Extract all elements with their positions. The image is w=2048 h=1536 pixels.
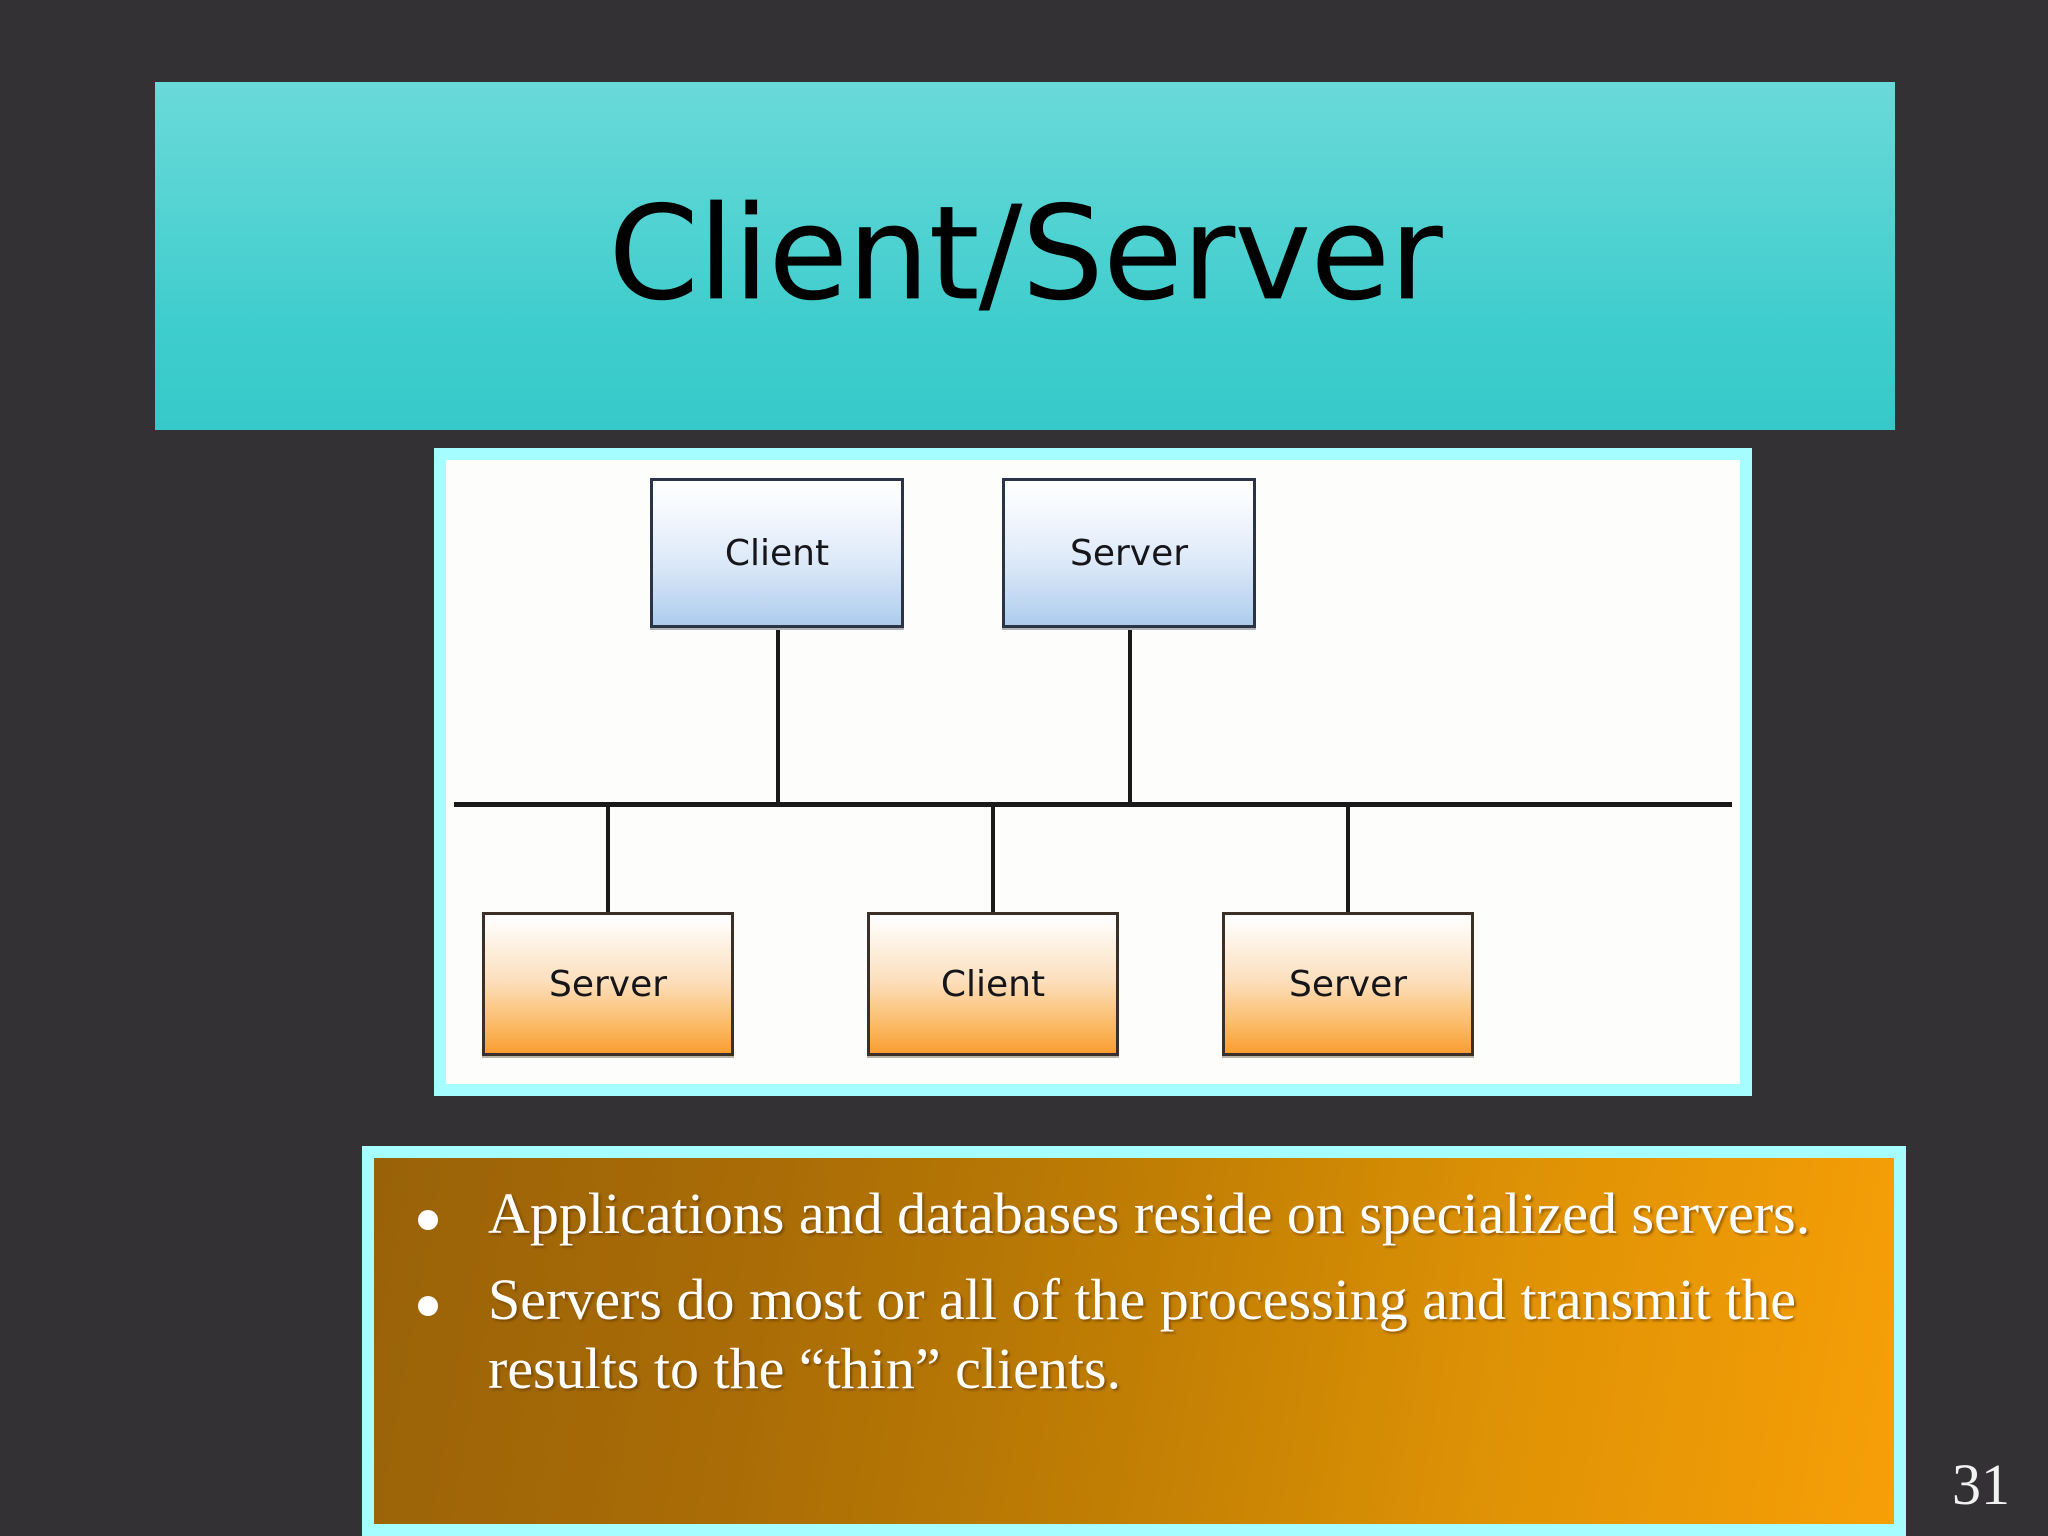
list-item: Applications and databases reside on spe… bbox=[400, 1180, 1868, 1248]
connector-server-bottom-right bbox=[1346, 805, 1350, 915]
bullet-dot-icon bbox=[418, 1210, 438, 1230]
network-bus-line bbox=[454, 802, 1732, 807]
page-title: Client/Server bbox=[608, 177, 1442, 330]
diagram-frame: Client Server Server Client Server bbox=[434, 448, 1752, 1096]
node-label: Server bbox=[1288, 963, 1408, 1005]
connector-server-top bbox=[1128, 630, 1132, 805]
node-server-bottom-right[interactable]: Server bbox=[1222, 912, 1474, 1056]
node-label: Client bbox=[940, 963, 1046, 1005]
connector-client-bottom-mid bbox=[991, 805, 995, 915]
node-server-top[interactable]: Server bbox=[1002, 478, 1256, 628]
bullet-dot-icon bbox=[418, 1296, 438, 1317]
network-diagram: Client Server Server Client Server bbox=[446, 460, 1740, 1084]
node-server-bottom-left[interactable]: Server bbox=[482, 912, 734, 1056]
page-number: 31 bbox=[1952, 1452, 2010, 1517]
bullet-list: Applications and databases reside on spe… bbox=[400, 1180, 1868, 1403]
node-label: Server bbox=[548, 963, 668, 1005]
bullet-panel: Applications and databases reside on spe… bbox=[374, 1158, 1894, 1524]
connector-client-top bbox=[776, 630, 780, 805]
list-item: Servers do most or all of the processing… bbox=[400, 1266, 1868, 1403]
bullet-text: Applications and databases reside on spe… bbox=[488, 1181, 1811, 1246]
bullet-text: Servers do most or all of the processing… bbox=[488, 1267, 1796, 1401]
title-banner: Client/Server bbox=[155, 82, 1895, 430]
node-label: Server bbox=[1069, 532, 1189, 574]
node-label: Client bbox=[724, 532, 830, 574]
node-client-bottom-mid[interactable]: Client bbox=[867, 912, 1119, 1056]
node-client-top[interactable]: Client bbox=[650, 478, 904, 628]
connector-server-bottom-left bbox=[606, 805, 610, 915]
bullet-panel-frame: Applications and databases reside on spe… bbox=[362, 1146, 1906, 1536]
